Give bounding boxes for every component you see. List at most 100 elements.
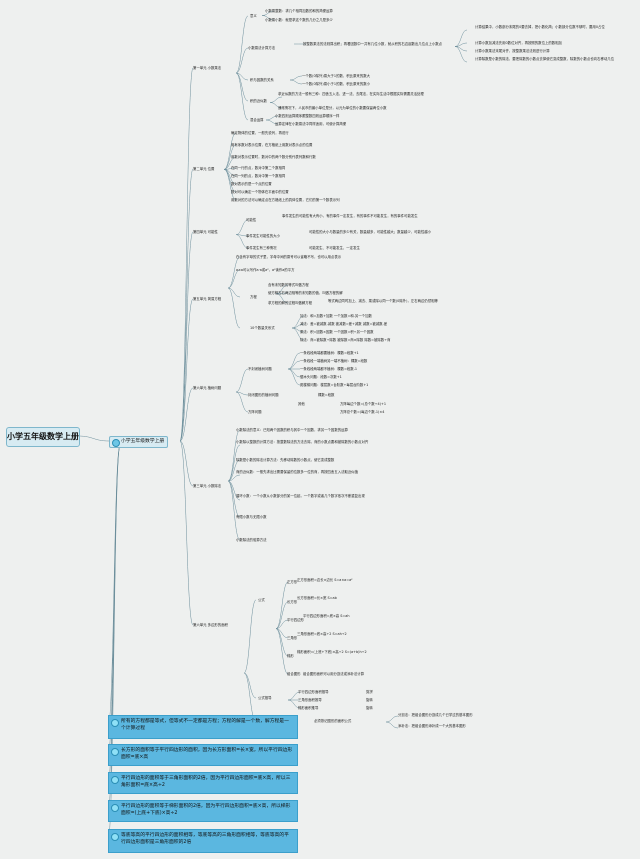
connector <box>235 234 249 237</box>
connector <box>227 480 241 541</box>
bullet-icon <box>111 776 119 784</box>
unit5-relation-item: 加法：和=加数+加数 一个加数=和-另一个加数 <box>300 314 372 318</box>
unit8-irregular-item: 添补法：把组合图形添补成一个大的基本图形 <box>398 724 466 728</box>
unit3-three[interactable]: 事件发生有三种情况 <box>246 246 277 250</box>
connector <box>223 132 237 170</box>
unit2-item: 用有序数对表示位置，在方格纸上用数对表示点的位置 <box>231 143 313 147</box>
unit2-item: 用数对的方法可以确定点在方格纸上的具体位置，它们的第一个数表示列 <box>231 198 340 202</box>
connector <box>235 234 249 249</box>
unit8-shape[interactable]: 平行四边形 <box>287 618 304 622</box>
connector <box>291 327 305 341</box>
unit8-irregular-lead: 必须熟记图形的面积公式 <box>314 719 352 723</box>
unit8-derive-detail: 旋转 <box>366 698 373 702</box>
unit6-square-item: 方阵总个数=(每边个数-1)×4 <box>340 410 385 414</box>
unit7-title[interactable]: 第三单元 小数除法 <box>193 484 222 488</box>
unit1-method-lead: 按整数乘法的法则算出积；再看因数中一共有几位小数，就从积的右边起数出几位点上小数… <box>303 42 443 46</box>
note-block[interactable]: 平行四边形的面积等于梯形面积的2倍，因为平行四边形面积=底×高，所以梯形面积=(… <box>108 800 298 822</box>
connector <box>179 440 194 487</box>
unit3-title[interactable]: 第四单元 可能性 <box>193 230 218 234</box>
unit1-meaning-item: 小数乘整数：求几个相同加数的和的简便运算 <box>265 9 333 13</box>
unit7-item: 小数除以整数的计算方法：按整数除法的方法去除，商的小数点要和被除数的小数点对齐 <box>236 440 369 444</box>
unit6-other-item: 锯木头问题：段数=次数+1 <box>300 375 342 379</box>
unit8-shape[interactable]: 三角形 <box>287 636 298 640</box>
connector <box>275 628 289 639</box>
connector <box>235 72 249 81</box>
connector <box>227 269 241 289</box>
connector <box>179 67 194 442</box>
unit1-meaning-item: 小数乘小数：就是求这个数的几分之几是多少 <box>265 18 333 22</box>
unit6-closed-item: 棵数=段数 <box>318 393 335 397</box>
unit8-derive-item[interactable]: 三角形面积推导 <box>298 698 322 702</box>
unit8-shape[interactable]: 长方形 <box>287 600 298 604</box>
unit8-derive-item[interactable]: 梯形面积推导 <box>298 706 319 710</box>
unit1-relation-item: 一个数(0除外)乘大于1的数，积比原来的数大 <box>302 74 370 78</box>
unit6-closed[interactable]: 封闭图形的植树问题 <box>248 393 279 397</box>
unit2-item: 在同一列的点，数对中第一个数相同 <box>231 174 286 178</box>
unit1-approx[interactable]: 积的近似数 <box>250 99 267 103</box>
unit3-possible[interactable]: 可能性 <box>246 218 257 222</box>
unit5-equation[interactable]: 方程 <box>250 295 257 299</box>
note-block[interactable]: 所有的方程都是等式，但等式不一定都是方程；方程的解是一个数，解方程是一个计算过程 <box>108 715 298 739</box>
unit6-types[interactable]: 不封闭植树问题 <box>248 367 272 371</box>
unit1-method-item: 计算小数乘法末尾对齐，按整数乘法法则进行计算 <box>475 49 550 53</box>
unit8-derive-detail: 剪拼 <box>366 690 373 694</box>
connector <box>235 219 249 235</box>
mindmap-root[interactable]: 小学五年级数学上册 <box>6 427 80 447</box>
note-text: 长方形的面积等于平行四边形的面积，因为长方形面积=长×宽，所以平行四边形面积=底… <box>121 748 293 760</box>
unit1-relation-item: 一个数(0除外)乘小于1的数，积比原来的数小 <box>302 82 370 86</box>
unit8-derive-item[interactable]: 平行四边形面积推导 <box>298 690 329 694</box>
unit3-size-item: 可能性的大小与数量的多少有关，数量越多，可能性越大；数量越少，可能性越小 <box>309 230 432 234</box>
connector <box>179 298 194 442</box>
connector <box>287 360 301 370</box>
note-block[interactable]: 长方形的面积等于平行四边形的面积，因为长方形面积=长×宽，所以平行四边形面积=底… <box>108 744 298 766</box>
unit5-relation-item: 减法：差=被减数-减数 被减数=差+减数 减数=被减数-差 <box>300 322 388 326</box>
unit3-size[interactable]: 事件发生可能性的大小 <box>246 234 280 238</box>
connector <box>275 581 289 629</box>
unit8-shape[interactable]: 组合图形 <box>287 672 301 676</box>
unit5-title[interactable]: 第五单元 简易方程 <box>193 297 222 301</box>
connector <box>227 444 241 482</box>
unit8-derive[interactable]: 公式推导 <box>258 696 272 700</box>
unit7-item: 小数除法的意义：已知两个因数的积与其中一个因数，求另一个因数的运算 <box>236 428 348 432</box>
unit1-relation[interactable]: 积与因数的关系 <box>250 78 274 82</box>
connector <box>223 156 237 170</box>
unit5-intro: 在含有字母的式子里，字母中间的乘号可以省略不写，也可以用点表示 <box>236 255 342 259</box>
unit8-shape[interactable]: 正方形 <box>287 580 298 584</box>
unit6-title[interactable]: 第六单元 植树问题 <box>193 386 222 390</box>
unit6-other[interactable]: 其他 <box>298 402 305 406</box>
unit1-method-item: 计算除数是小数的除法，要把除数的小数点去掉使它变成整数，除数的小数点也向右移动几… <box>475 57 615 61</box>
connector <box>265 119 279 125</box>
connector <box>454 46 468 63</box>
unit1-title[interactable]: 第一单元 小数乘法 <box>193 66 222 70</box>
unit2-item: 确定物体的位置，一般先说列，再说行 <box>231 131 289 135</box>
connector <box>235 72 249 121</box>
connector <box>275 619 289 629</box>
connector <box>275 601 289 629</box>
unit1-meaning[interactable]: 意义 <box>250 14 257 18</box>
connector <box>223 144 237 170</box>
note-text: 所有的方程都是等式，但等式不一定都是方程；方程的解是一个数，解方程是一个计算过程 <box>121 719 289 731</box>
note-block[interactable]: 平行四边形的面积等于三角形面积的2倍，因为平行四边形面积=底×高，所以三角形面积… <box>108 772 298 794</box>
unit1-method[interactable]: 小数乘法计算方法 <box>248 46 276 50</box>
connector <box>261 15 275 21</box>
unit8-shape[interactable]: 梯形 <box>287 654 294 658</box>
unit2-item: 数对表示的是一个点的位置 <box>231 182 272 186</box>
connector <box>275 628 289 675</box>
unit1-mixed[interactable]: 混合运算 <box>250 118 264 122</box>
unit8-shape-detail: 梯形面积=(上底+下底)×高÷2 S=(a+b)h÷2 <box>297 650 367 654</box>
connector <box>385 715 399 723</box>
connector <box>289 79 303 85</box>
bullet-icon <box>111 719 119 727</box>
unit8-title[interactable]: 第六单元 多边形的面积 <box>193 623 228 627</box>
unit3-three-item: 可能发生、不可能发生、一定发生 <box>309 246 360 250</box>
unit6-square[interactable]: 方阵问题 <box>248 410 262 414</box>
unit5-relations[interactable]: 10个数量关系式 <box>250 326 275 330</box>
connector <box>227 287 241 298</box>
connector <box>275 293 289 304</box>
unit8-formula[interactable]: 公式 <box>258 598 265 602</box>
main-branch[interactable]: 小学五年级数学上册 <box>109 436 169 448</box>
unit5-relation-item: 除法：商=被除数÷除数 被除数=商×除数 除数=被除数÷商 <box>300 338 391 342</box>
note-block[interactable]: 等底等高的平行四边形的面积相等，等底等高的三角形面积相等，等底等高的平行四边形面… <box>108 829 298 853</box>
unit2-item: 数对可以确定一个物体在平面中的位置 <box>231 190 289 194</box>
unit2-title[interactable]: 第二单元 位置 <box>193 167 215 171</box>
